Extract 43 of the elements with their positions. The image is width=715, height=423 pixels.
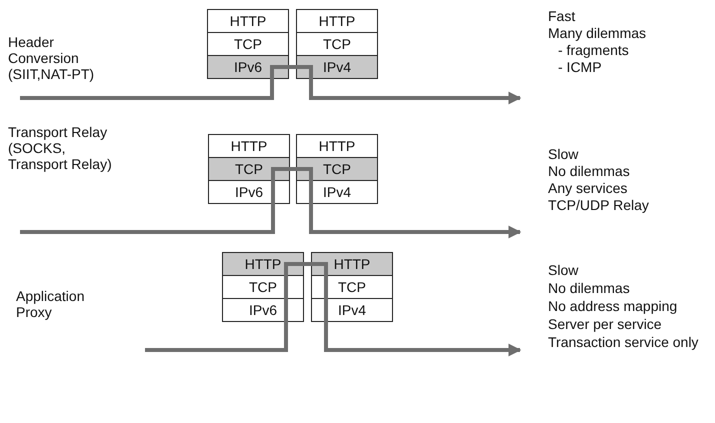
packet-path xyxy=(324,276,522,356)
note-text: - ICMP xyxy=(558,59,603,75)
protocol-layer-box: IPv4 xyxy=(311,298,393,322)
method-label: Header Conversion (SIIT,NAT-PT) xyxy=(8,34,96,82)
note-text: Any services xyxy=(548,180,628,196)
protocol-layer-box: TCP xyxy=(222,275,304,299)
protocol-layer-box: TCP xyxy=(207,32,289,56)
protocol-layer-box: HTTP xyxy=(208,134,290,158)
protocol-layer-box: HTTP xyxy=(207,9,289,33)
protocol-layer-box: IPv6 xyxy=(207,55,289,79)
note-text: - fragments xyxy=(558,42,630,58)
protocol-layer-box: HTTP xyxy=(296,134,378,158)
protocol-layer-box: IPv4 xyxy=(296,180,378,204)
note-text: No address mapping xyxy=(548,298,678,314)
note-text: No dilemmas xyxy=(548,280,631,296)
protocol-layer-box: TCP xyxy=(311,275,393,299)
protocol-layer-box: IPv6 xyxy=(208,180,290,204)
note-text: Transaction service only xyxy=(548,334,700,350)
packet-path xyxy=(284,262,328,276)
protocol-layer-box: HTTP xyxy=(311,252,393,276)
note-text: TCP/UDP Relay xyxy=(548,197,650,213)
note-text: Server per service xyxy=(548,316,663,332)
note-text: No dilemmas xyxy=(548,163,631,179)
packet-path xyxy=(271,167,313,181)
protocol-layer-box: HTTP xyxy=(222,252,304,276)
note-text: Fast xyxy=(548,8,576,24)
packet-path xyxy=(145,276,288,352)
method-label: Transport Relay (SOCKS, Transport Relay) xyxy=(8,124,113,172)
protocol-layer-box: HTTP xyxy=(296,9,378,33)
packet-path xyxy=(270,65,313,79)
protocol-layer-box: TCP xyxy=(296,32,378,56)
note-text: Slow xyxy=(548,146,580,162)
protocol-layer-box: IPv4 xyxy=(296,55,378,79)
note-text: Slow xyxy=(548,262,580,278)
packet-path xyxy=(309,181,522,238)
protocol-layer-box: IPv6 xyxy=(222,298,304,322)
protocol-layer-box: TCP xyxy=(208,157,290,181)
packet-path xyxy=(20,181,275,234)
packet-path xyxy=(309,79,522,104)
method-label: Application Proxy xyxy=(16,288,86,320)
protocol-layer-box: TCP xyxy=(296,157,378,181)
packet-path xyxy=(20,79,274,100)
note-text: Many dilemmas xyxy=(548,25,648,41)
